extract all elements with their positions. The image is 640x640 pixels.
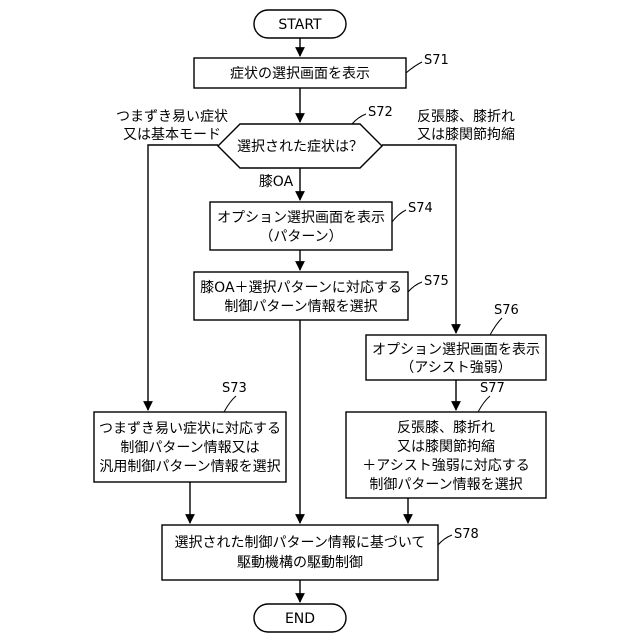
end-label: END bbox=[285, 611, 315, 627]
step-s74-text-1: （パターン） bbox=[259, 229, 342, 245]
step-s77-text-0: 反張膝、膝折れ bbox=[397, 420, 495, 436]
step-s71-text-0: 症状の選択画面を表示 bbox=[230, 66, 370, 82]
decision-s72-id: S72 bbox=[368, 105, 393, 120]
step-s74-text-0: オプション選択画面を表示 bbox=[217, 210, 385, 226]
step-s73-text-1: 制御パターン情報又は bbox=[120, 440, 259, 456]
step-s73-text-2: 汎用制御パターン情報を選択 bbox=[99, 459, 280, 475]
step-s75: 膝OA＋選択パターンに対応する 制御パターン情報を選択 S75 bbox=[194, 272, 449, 320]
start-label: START bbox=[278, 17, 322, 33]
step-s77-id: S77 bbox=[480, 381, 505, 396]
decision-s72: 選択された症状は？ S72 bbox=[218, 105, 393, 168]
decision-s72-text-0: 選択された症状は？ bbox=[237, 139, 363, 155]
step-s75-text-1: 制御パターン情報を選択 bbox=[224, 299, 377, 315]
branch-middle-line-0: 膝OA bbox=[259, 174, 294, 190]
branch-left-line-1: 又は基本モード bbox=[123, 126, 221, 143]
step-s76-text-1: （アシスト強弱） bbox=[400, 360, 511, 376]
step-s71-id: S71 bbox=[424, 53, 449, 68]
step-s77-text-2: ＋アシスト強弱に対応する bbox=[362, 458, 529, 474]
step-s77-text-1: 又は膝関節拘縮 bbox=[397, 438, 495, 455]
step-s75-id: S75 bbox=[424, 274, 449, 289]
step-s74: オプション選択画面を表示 （パターン） S74 bbox=[210, 201, 433, 250]
branch-left-label: つまずき易い症状 又は基本モード bbox=[116, 109, 228, 143]
step-s76-id: S76 bbox=[494, 303, 519, 318]
branch-right-line-1: 又は膝関節拘縮 bbox=[417, 126, 515, 143]
step-s73: つまずき易い症状に対応する 制御パターン情報又は 汎用制御パターン情報を選択 S… bbox=[94, 381, 286, 482]
branch-left-line-0: つまずき易い症状 bbox=[116, 109, 228, 125]
step-s78-text-0: 選択された制御パターン情報に基づいて bbox=[175, 534, 426, 551]
step-s75-text-0: 膝OA＋選択パターンに対応する bbox=[200, 280, 402, 296]
step-s74-id: S74 bbox=[408, 201, 433, 216]
step-s77-text-3: 制御パターン情報を選択 bbox=[369, 477, 522, 493]
branch-right-line-0: 反張膝、膝折れ bbox=[417, 109, 515, 125]
step-s73-id: S73 bbox=[222, 381, 247, 396]
step-s77: 反張膝、膝折れ 又は膝関節拘縮 ＋アシスト強弱に対応する 制御パターン情報を選択… bbox=[346, 381, 546, 498]
step-s78-text-1: 駆動機構の駆動制御 bbox=[237, 555, 363, 571]
branch-middle-label: 膝OA bbox=[259, 174, 294, 190]
step-s73-text-0: つまずき易い症状に対応する bbox=[99, 421, 281, 437]
start-terminal: START bbox=[254, 10, 346, 38]
step-s76-text-0: オプション選択画面を表示 bbox=[372, 342, 540, 358]
step-s78-id: S78 bbox=[454, 527, 479, 542]
end-terminal: END bbox=[254, 604, 346, 632]
step-s78: 選択された制御パターン情報に基づいて 駆動機構の駆動制御 S78 bbox=[162, 525, 479, 580]
step-s71: 症状の選択画面を表示 S71 bbox=[194, 53, 449, 88]
branch-right-label: 反張膝、膝折れ 又は膝関節拘縮 bbox=[417, 109, 515, 143]
